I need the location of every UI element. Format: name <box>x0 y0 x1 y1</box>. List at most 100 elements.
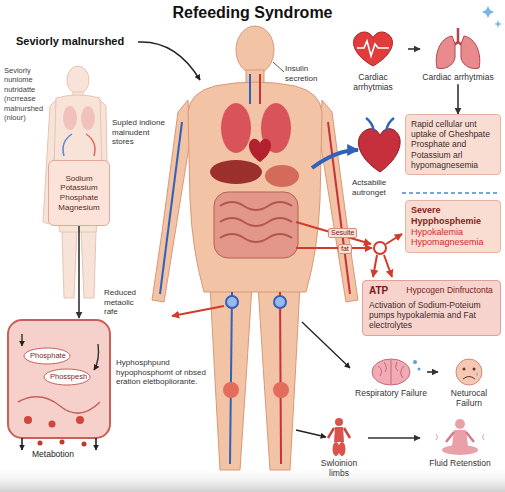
cell-illustration <box>44 369 90 385</box>
sad-face-icon <box>456 359 482 385</box>
connector-arrow <box>427 371 438 373</box>
faded-patient-figure <box>81 106 95 130</box>
lungs-icon <box>482 6 494 18</box>
blood-vessels <box>230 292 232 464</box>
process-box: Severe HypphosphemieHypokalemiaHypomagne… <box>405 200 501 253</box>
cell-illustration <box>49 421 56 428</box>
arrow-tag: fat <box>338 244 352 254</box>
fluid-icon-node: Fluid Retenstion <box>420 418 500 470</box>
cell-illustration <box>21 438 23 450</box>
brain-icon <box>372 359 421 385</box>
brain-icon <box>418 368 421 371</box>
node-text: Hypcogen Dinfructonta <box>403 285 493 295</box>
heart-icon <box>357 41 389 56</box>
cell-illustration <box>24 348 70 364</box>
node-text: Hypokalemia <box>411 227 495 238</box>
lungs-icon <box>494 20 502 28</box>
fluid-retention-figure <box>446 432 474 442</box>
cell-illustration <box>60 440 65 445</box>
cell-node: PhosphatePhosspeshMetabotion <box>4 318 112 468</box>
heading-label: Seviorly malnurshed <box>16 35 124 48</box>
blood-vessels <box>160 74 350 464</box>
process-arrows <box>386 234 402 244</box>
note-label: Seviorly nuniome nutridatte (ncrrease ma… <box>4 66 48 122</box>
sad-face-icon <box>473 368 476 371</box>
heart-icon <box>354 32 393 66</box>
patient-body <box>236 26 274 74</box>
blood-vessels <box>259 74 261 104</box>
node-text: ATP <box>369 285 403 297</box>
organs <box>226 296 238 308</box>
process-arrows <box>296 222 371 244</box>
faded-patient-figure <box>86 134 95 156</box>
cell-illustration <box>8 320 110 450</box>
lungs-icon-node: Cardiac arrhytmias <box>420 26 496 84</box>
cell-illustration <box>76 416 84 424</box>
large-heart <box>366 118 394 131</box>
annotation-label: Hyphosphpund hypophosphomt of nbsed erat… <box>116 358 206 387</box>
heart-icon <box>354 32 393 66</box>
process-arrows <box>402 192 500 194</box>
large-heart <box>358 129 400 172</box>
patient-body <box>258 285 300 470</box>
lungs-icon <box>461 36 480 69</box>
node-text: Activation of Sodium-Poteium pumps hypok… <box>369 300 494 331</box>
node-text: Metabotion <box>32 449 74 459</box>
brain-icon <box>413 360 417 364</box>
fluid-retention-figure <box>442 445 478 455</box>
cell-illustration <box>95 438 97 450</box>
organs <box>223 382 239 398</box>
node-text: Swloinion limbs <box>310 458 368 478</box>
faded-patient-figure <box>62 230 77 298</box>
swollen-limbs-figure <box>333 442 340 456</box>
fluid-retention-figure <box>436 434 484 440</box>
swollen-limbs-figure <box>328 418 350 456</box>
sad-face-icon <box>463 368 466 371</box>
electrolyte-box: Sodium Potassium Phosphate Magnesium <box>48 160 110 226</box>
sad-face-icon <box>463 377 475 380</box>
organs <box>214 192 298 258</box>
brain-icon-node: Respiratory Failure <box>355 356 427 400</box>
cell-illustration <box>24 416 32 424</box>
blood-vessels <box>249 74 251 104</box>
connector-arrow <box>78 226 80 318</box>
process-arrows <box>296 430 326 437</box>
process-arrows <box>384 255 392 277</box>
annotation-label: Reduced metaolic rafe <box>104 288 148 317</box>
diagram-title: Refeeding Syndrome <box>0 4 505 22</box>
patient-body <box>210 285 252 470</box>
process-arrows <box>312 150 358 168</box>
swollen-limbs-figure <box>328 428 350 438</box>
large-heart <box>358 118 400 172</box>
blood-vessels <box>280 292 281 464</box>
sad-face-icon <box>456 359 482 385</box>
connector-arrow <box>368 437 420 439</box>
process-arrows <box>296 247 372 249</box>
organs <box>210 103 299 398</box>
process-arrows <box>273 62 284 72</box>
fluid-retention-figure <box>436 419 484 455</box>
blood-vessels <box>328 122 350 294</box>
lungs-icon <box>436 6 502 69</box>
node-text: Severe Hypphosphemie <box>411 205 495 227</box>
swollen-limbs-figure <box>335 418 343 426</box>
brain-icon <box>372 359 410 385</box>
annotation-label: Insulin secretion <box>285 64 333 83</box>
organs <box>265 165 299 187</box>
cell-illustration <box>8 320 110 438</box>
process-box: ATPHypcogen DinfructontaActivation of So… <box>362 280 501 336</box>
node-text: Fluid Retenstion <box>420 458 500 468</box>
patient-body <box>188 82 322 292</box>
lungs-icon <box>436 36 455 69</box>
connector-arrow <box>408 48 420 50</box>
annotation-label: Supled indione malnudent stores <box>112 118 172 147</box>
process-box: Rapid cellular unt uptake of Gheshpate P… <box>405 114 501 175</box>
process-arrows <box>374 242 386 254</box>
node-text: Neturocal Failurn <box>438 388 500 408</box>
limbs-icon-node: Swloinion limbs <box>310 418 368 480</box>
node-text: Cardiac arrhytmias <box>338 72 408 92</box>
node-text: Respiratory Failure <box>355 388 427 398</box>
cell-illustration <box>82 442 87 447</box>
cell-illustration <box>38 441 43 446</box>
